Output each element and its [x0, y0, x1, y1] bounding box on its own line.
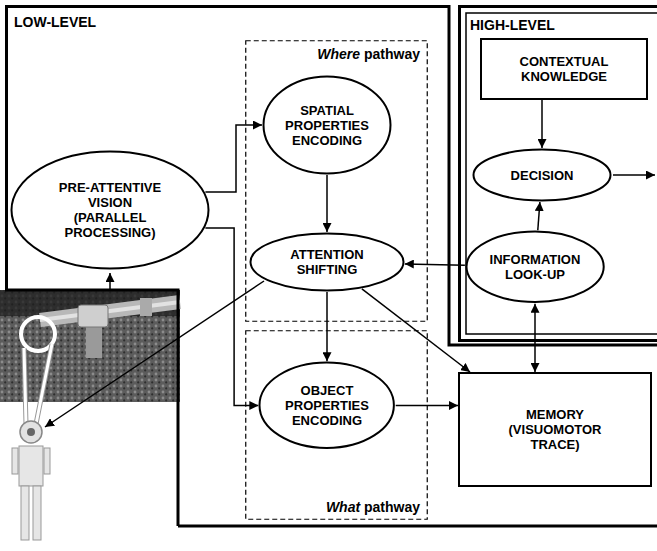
node-label: ATTENTION SHIFTING — [272, 247, 382, 277]
process-box: MEMORY (VISUOMOTOR TRACE) — [458, 372, 652, 487]
process-ellipse: PRE-ATTENTIVE VISION (PARALLEL PROCESSIN… — [10, 150, 210, 270]
process-ellipse: DECISION — [472, 148, 612, 202]
node-label: SPATIAL PROPERTIES ENCODING — [277, 103, 377, 148]
connector-arrow — [405, 264, 465, 265]
process-ellipse: SPATIAL PROPERTIES ENCODING — [262, 75, 392, 175]
high-level-region: HIGH-LEVEL CONTEXTUAL KNOWLEDGE DECISION IN… — [458, 5, 657, 342]
connector-arrow — [205, 228, 258, 406]
node-label: MEMORY (VISUOMOTOR TRACE) — [495, 407, 615, 452]
region-heading: What pathway — [326, 499, 420, 515]
process-ellipse: OBJECT PROPERTIES ENCODING — [258, 361, 395, 449]
connector-arrow — [538, 202, 540, 230]
connector-arrow — [205, 125, 262, 192]
process-ellipse: INFORMATION LOOK-UP — [465, 230, 605, 303]
region-heading: LOW-LEVEL — [14, 14, 96, 30]
connector-arrow — [534, 304, 536, 372]
pathway-box: What pathway OBJECT PROPERTIES ENCODING — [245, 330, 428, 520]
pathway-box: Where pathwaySPATIAL PROPERTIES ENCODING… — [245, 40, 428, 322]
region-heading: HIGH-LEVEL — [470, 17, 555, 33]
robot-figure — [12, 344, 52, 540]
output-arrow — [613, 174, 655, 176]
connector-arrow — [326, 292, 328, 361]
gaze-arrow — [45, 281, 264, 427]
node-label: CONTEXTUAL KNOWLEDGE — [499, 54, 629, 84]
process-ellipse: ATTENTION SHIFTING — [249, 232, 405, 292]
node-label: OBJECT PROPERTIES ENCODING — [277, 383, 377, 428]
region-heading: Where pathway — [317, 46, 420, 62]
connector-arrow — [326, 175, 328, 232]
connector-arrow — [541, 100, 543, 148]
input-arrow — [109, 273, 111, 290]
node-label: PRE-ATTENTIVE VISION (PARALLEL PROCESSIN… — [54, 180, 166, 240]
node-label: DECISION — [511, 168, 574, 183]
process-box: CONTEXTUAL KNOWLEDGE — [480, 38, 648, 100]
node-label: INFORMATION LOOK-UP — [480, 252, 590, 282]
